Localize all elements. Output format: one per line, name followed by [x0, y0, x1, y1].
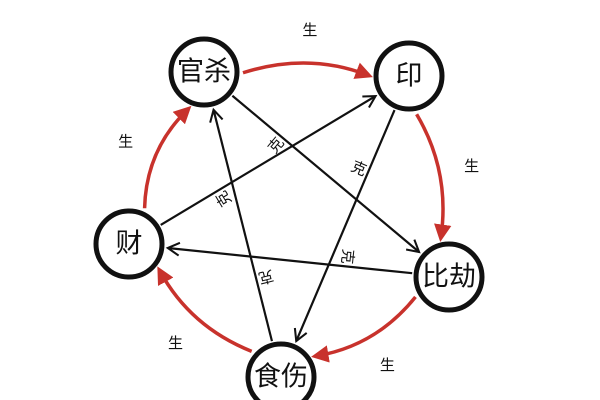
node-shishang: 食伤: [245, 341, 317, 400]
node-circle-shishang: [245, 341, 317, 400]
node-circle-bijie: [413, 241, 485, 313]
controlling-star-layer: [160, 94, 421, 344]
node-circle-yin: [373, 40, 445, 112]
generating-cycle-layer: [142, 61, 452, 363]
node-cai: 财: [93, 208, 165, 280]
generate-label-cai-to-guansha: 生: [118, 133, 133, 151]
node-label-cai: 财: [116, 229, 143, 260]
node-label-bijie: 比劫: [422, 262, 476, 293]
generate-arrow-bijie-to-shishang: [311, 295, 417, 363]
generate-arrow-cai-to-guansha: [142, 105, 192, 209]
control-label-shishang-to-guansha: 克: [257, 266, 276, 287]
generate-arrow-yin-to-bijie: [415, 113, 452, 242]
control-arrow-bijie-to-cai: [165, 241, 413, 275]
generate-label-shishang-to-cai: 生: [168, 334, 183, 352]
generate-label-yin-to-bijie: 生: [464, 157, 479, 175]
node-label-guansha: 官杀: [177, 57, 231, 88]
control-arrow-cai-to-yin: [160, 94, 378, 226]
control-arrow-yin-to-shishang: [293, 109, 396, 344]
generate-arrow-shishang-to-cai: [157, 266, 253, 353]
generate-label-guansha-to-yin: 生: [302, 21, 317, 39]
control-label-yin-to-shishang: 克: [348, 157, 369, 179]
generate-arrow-guansha-to-yin: [242, 61, 373, 79]
node-guansha: 官杀: [168, 36, 240, 108]
node-yin: 印: [373, 40, 445, 112]
node-label-yin: 印: [396, 61, 423, 92]
control-arrow-shishang-to-guansha: [209, 107, 274, 342]
control-label-bijie-to-cai: 克: [338, 248, 357, 265]
node-circle-guansha: [168, 36, 240, 108]
control-arrow-guansha-to-bijie: [231, 94, 421, 254]
generate-label-bijie-to-shishang: 生: [380, 356, 395, 374]
node-label-shishang: 食伤: [254, 362, 308, 393]
node-bijie: 比劫: [413, 241, 485, 313]
node-circle-cai: [93, 208, 165, 280]
control-label-guansha-to-bijie: 克: [264, 134, 287, 157]
